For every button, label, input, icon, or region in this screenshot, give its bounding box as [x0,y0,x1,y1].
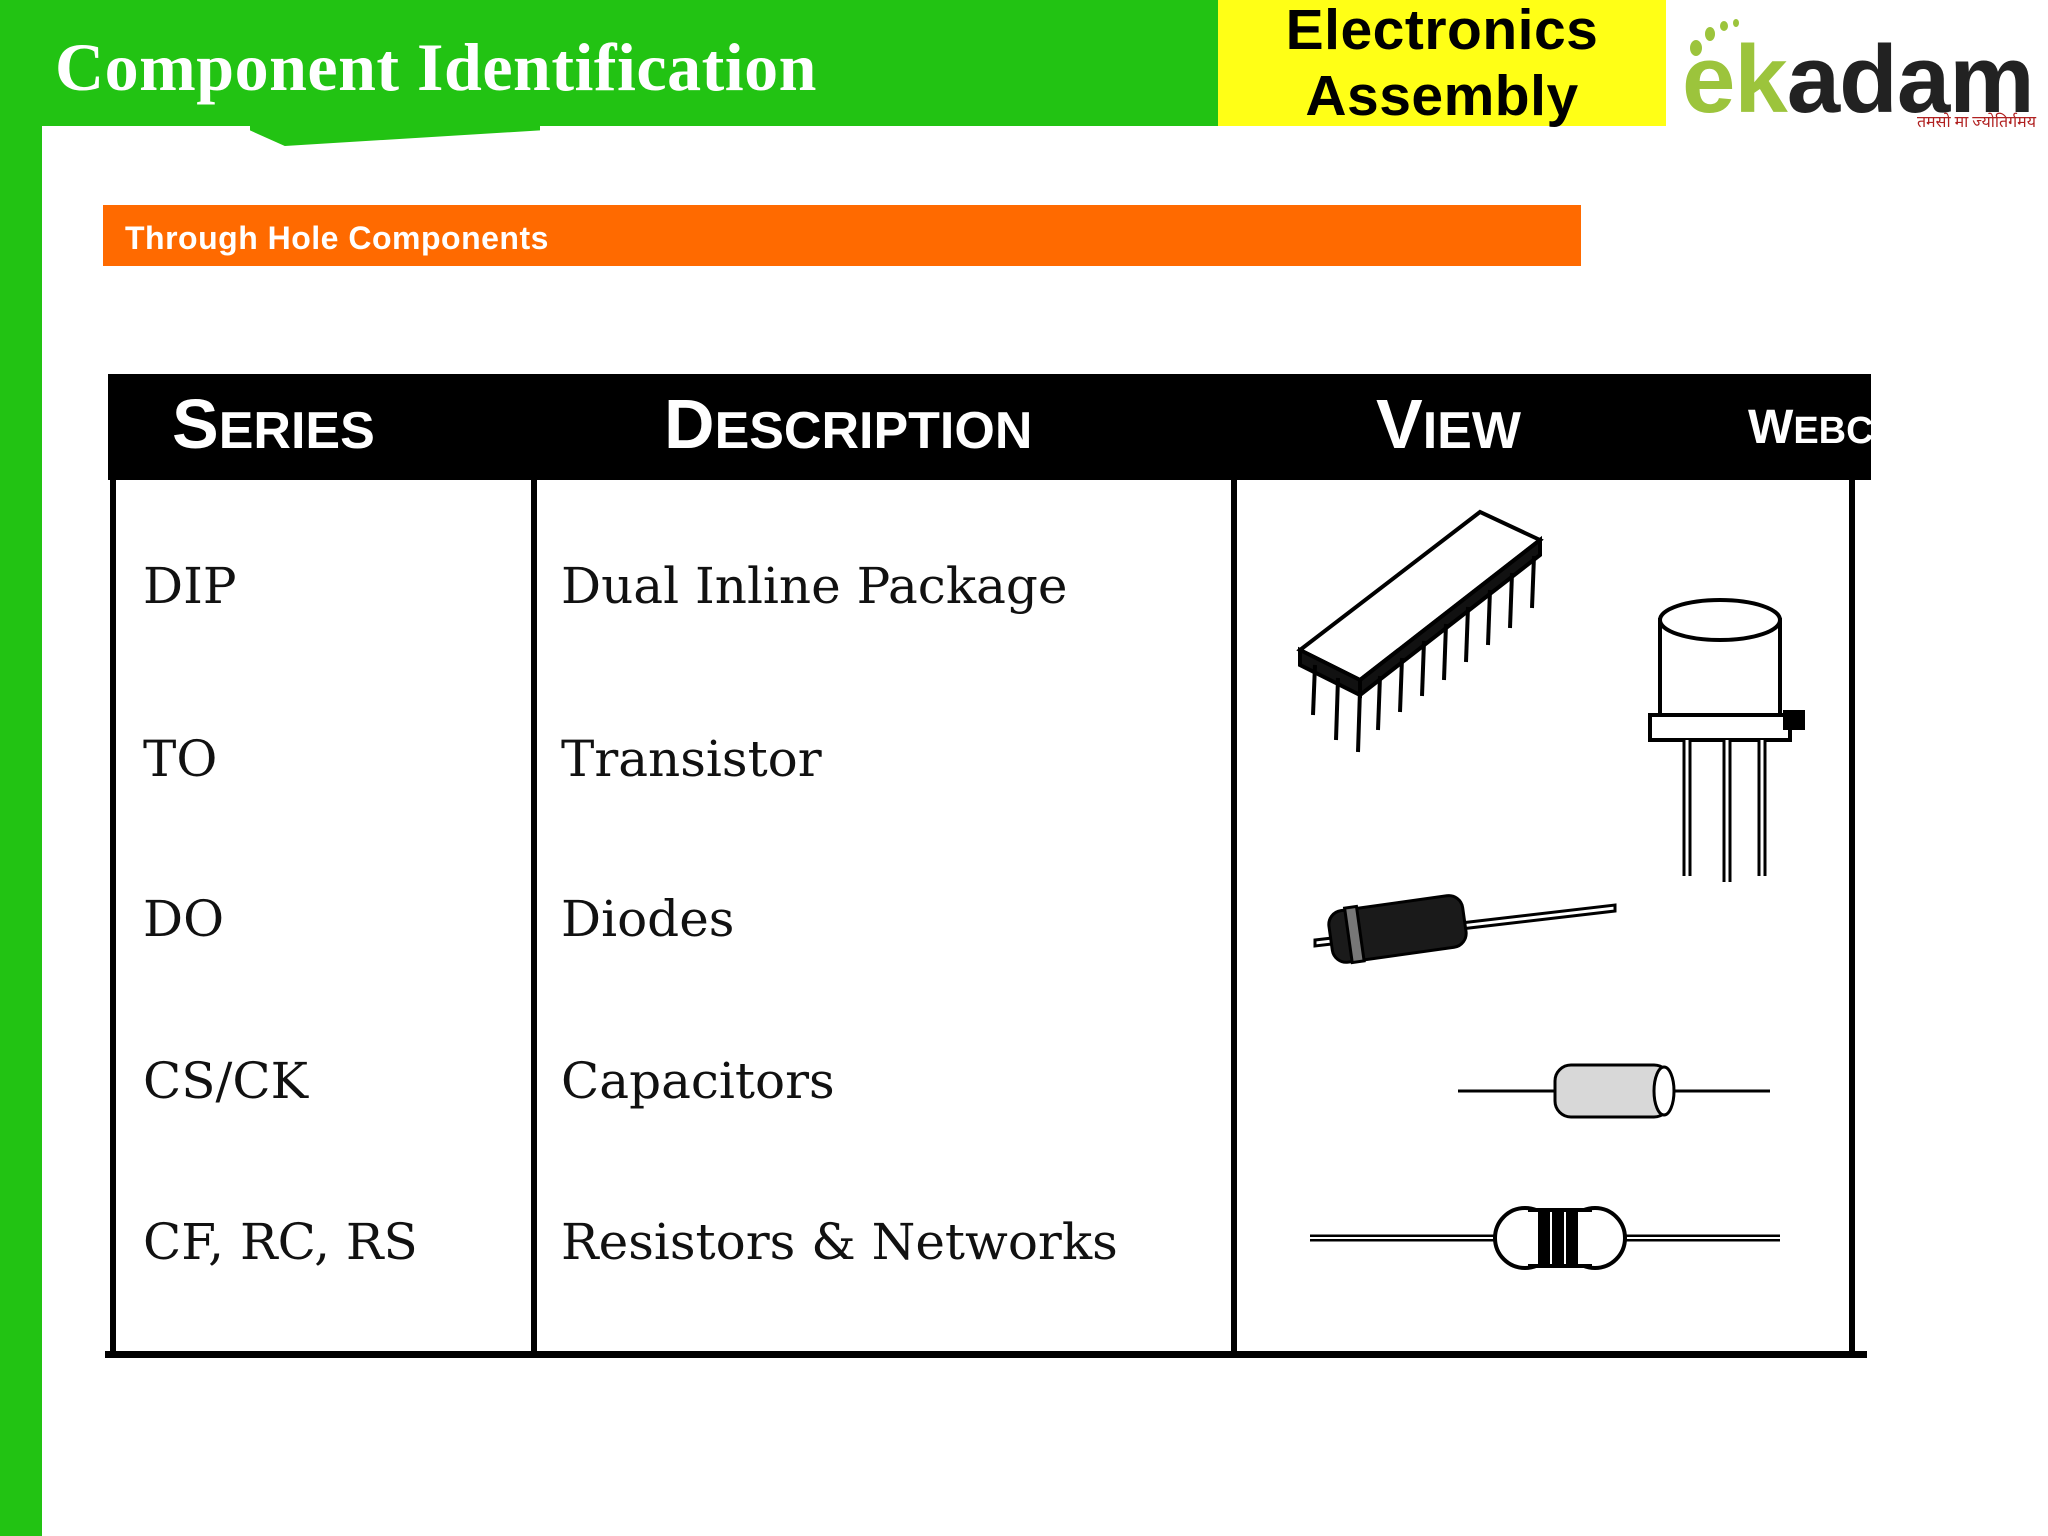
header-webc: WEBC [1748,401,1871,454]
description-to: Transistor [561,730,822,788]
footprint-icon [1690,19,1739,56]
title-banner-tab [250,120,540,146]
course-badge: Electronics Assembly [1218,0,1666,128]
logo-wordmark-ek: ek [1682,26,1788,133]
description-cf-rc-rs: Resistors & Networks [561,1213,1118,1271]
dip-ic-icon [1296,509,1544,753]
header-view: VIEW [1376,385,1521,463]
table-divider-2 [1231,478,1237,1358]
slide-title: Component Identification [55,29,817,105]
series-cf-rc-rs: CF, RC, RS [143,1213,418,1271]
capacitor-icon [1458,1063,1770,1119]
table-border-right [1849,478,1855,1358]
resistor-icon [1310,1206,1780,1270]
header-series: SERIES [172,385,375,463]
series-to: TO [143,730,218,788]
ekadam-logo: ekadam तमसो मा ज्योतिर्गमय [1676,10,2046,135]
table-divider-1 [531,478,537,1358]
course-title-line2: Assembly [1305,64,1579,128]
diode-icon [1313,894,1617,965]
series-do: DO [143,890,225,948]
description-do: Diodes [561,890,735,948]
logo-wordmark: ekadam [1682,32,2035,128]
component-illustrations [1296,509,1805,1270]
section-label: Through Hole Components [125,220,549,256]
section-header: Through Hole Components [103,205,1581,266]
description-cs-ck: Capacitors [561,1052,835,1110]
logo-wordmark-adam: adam [1786,26,2035,133]
to-transistor-icon [1648,598,1805,882]
series-cs-ck: CS/CK [143,1052,308,1110]
table-header-row: SERIES DESCRIPTION VIEW WEBC [108,374,1871,480]
left-accent-bar [0,0,42,1536]
table-border-bottom [105,1351,1867,1358]
course-title-line1: Electronics [1285,0,1599,62]
series-dip: DIP [143,557,237,615]
description-dip: Dual Inline Package [561,557,1068,615]
title-banner [0,0,1218,126]
header-description: DESCRIPTION [664,385,1033,463]
logo-tagline: तमसो मा ज्योतिर्गमय [1916,114,2036,131]
table-border-left [110,478,116,1358]
